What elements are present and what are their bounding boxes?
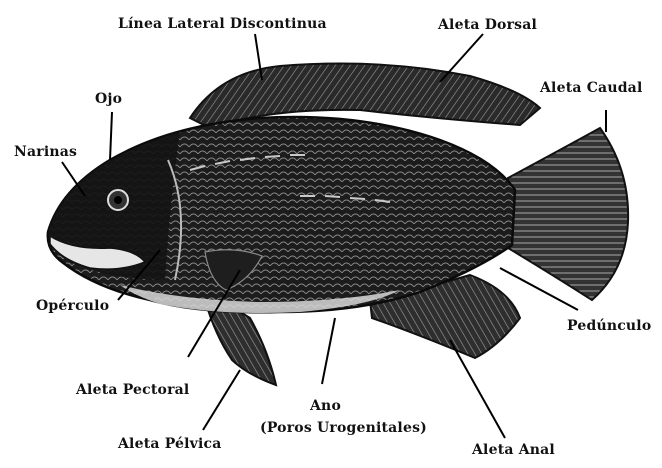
label-aleta-caudal: Aleta Caudal bbox=[540, 80, 642, 96]
caudal-fin bbox=[508, 128, 628, 300]
label-aleta-dorsal: Aleta Dorsal bbox=[438, 17, 537, 33]
label-ano: Ano bbox=[310, 398, 341, 414]
label-poros-urogenitales: (Poros Urogenitales) bbox=[260, 420, 427, 436]
label-ojo: Ojo bbox=[95, 91, 122, 107]
dorsal-fin bbox=[190, 64, 540, 128]
label-linea-lateral: Línea Lateral Discontinua bbox=[118, 16, 327, 32]
label-narinas: Narinas bbox=[14, 144, 77, 160]
label-aleta-anal: Aleta Anal bbox=[472, 442, 555, 458]
label-pedunculo: Pedúnculo bbox=[567, 318, 651, 334]
label-aleta-pelvica: Aleta Pélvica bbox=[118, 436, 222, 452]
label-operculo: Opérculo bbox=[36, 298, 109, 314]
label-aleta-pectoral: Aleta Pectoral bbox=[76, 382, 189, 398]
